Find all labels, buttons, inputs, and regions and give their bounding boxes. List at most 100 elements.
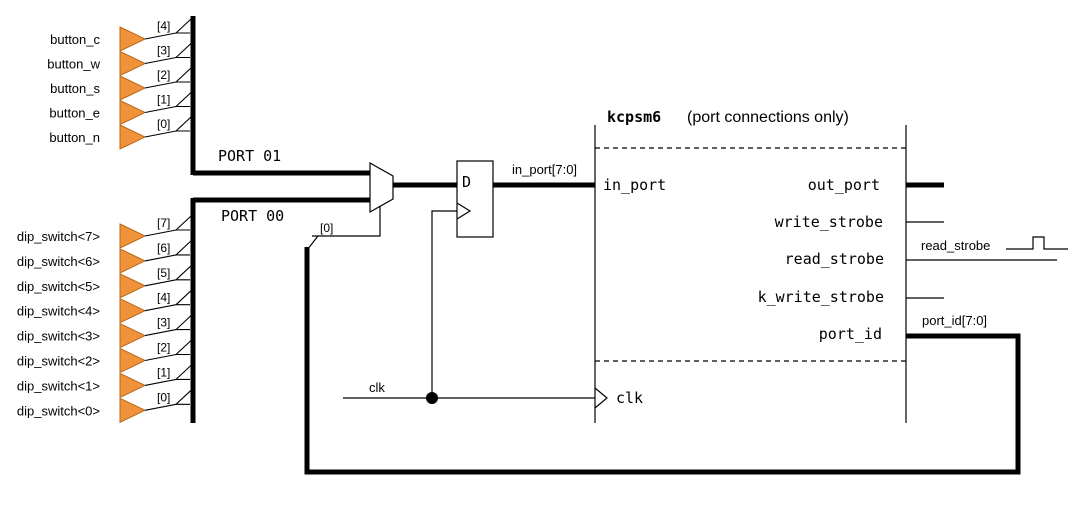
dip-switch-buffer-icon xyxy=(119,372,147,399)
kcpsm6-out-port: out_port xyxy=(808,176,880,194)
button-row: button_n [0] xyxy=(49,116,192,150)
dip-switch-wire xyxy=(144,403,190,411)
button-buffer-icon xyxy=(119,124,147,150)
button-bit-label: [1] xyxy=(157,93,170,107)
button-bit-label: [4] xyxy=(157,19,170,33)
dip-switch-bus-tap xyxy=(175,315,192,331)
button-wire xyxy=(144,130,190,138)
button-row: button_w [3] xyxy=(47,43,192,77)
button-bit-label: [0] xyxy=(157,117,170,131)
d-flipflop-clock-marker xyxy=(456,202,472,220)
dip-switch-wire xyxy=(144,254,190,262)
dip-switch-row: dip_switch<5> [5] xyxy=(17,265,192,299)
dip-switch-bus-tap xyxy=(175,265,192,281)
dip-switch-row: dip_switch<4> [4] xyxy=(17,290,192,324)
port-01-label: PORT 01 xyxy=(218,147,281,165)
multiplexer xyxy=(369,161,394,214)
dip-switch-buffer-icon xyxy=(119,347,147,374)
dip-switch-wire xyxy=(144,229,190,237)
button-bit-label: [3] xyxy=(157,44,170,58)
button-name: button_n xyxy=(49,130,100,145)
button-name: button_c xyxy=(50,32,100,47)
kcpsm6-write-strobe: write_strobe xyxy=(775,213,883,231)
button-buffer-icon xyxy=(119,75,147,101)
button-name: button_s xyxy=(50,81,100,96)
dip-switch-bus-tap xyxy=(175,290,192,306)
ff-clk-wire xyxy=(431,210,457,398)
dip-switch-inputs: dip_switch<7>[7]dip_switch<6>[6]dip_swit… xyxy=(17,215,192,424)
kcpsm6-clk: clk xyxy=(616,389,643,407)
dip-switch-buffer-icon xyxy=(119,297,147,324)
dip-switch-bit-label: [6] xyxy=(157,241,170,255)
kcpsm6-subtitle: (port connections only) xyxy=(687,109,849,126)
button-buffer-icon xyxy=(119,50,147,77)
dip-switch-bit-label: [7] xyxy=(157,216,170,230)
kcpsm6-title: kcpsm6 xyxy=(607,108,661,126)
dip-switch-name: dip_switch<6> xyxy=(17,254,100,269)
dip-switch-bit-label: [1] xyxy=(157,365,170,379)
button-buffer-icon xyxy=(119,99,147,126)
d-flipflop xyxy=(456,160,494,238)
button-bus-tap xyxy=(175,18,192,34)
dip-switch-name: dip_switch<7> xyxy=(17,229,100,244)
dip-switch-wire xyxy=(144,378,190,386)
mux-select-bit: [0] xyxy=(320,221,333,235)
button-buffer-icon xyxy=(119,26,147,52)
dip-switch-bit-label: [0] xyxy=(157,390,170,404)
button-bus-tap xyxy=(175,43,192,58)
button-name: button_w xyxy=(47,57,100,72)
button-wire xyxy=(144,56,190,65)
dip-switch-row: dip_switch<0> [0] xyxy=(17,389,192,424)
dip-switch-bit-label: [5] xyxy=(157,266,170,280)
dip-switch-name: dip_switch<4> xyxy=(17,304,100,319)
button-wire xyxy=(144,81,190,89)
dip-switch-name: dip_switch<3> xyxy=(17,329,100,344)
mux-select-wire xyxy=(312,206,381,237)
dip-switch-name: dip_switch<1> xyxy=(17,378,100,393)
dip-switch-bus-tap xyxy=(175,364,192,380)
dip-switch-name: dip_switch<2> xyxy=(17,354,100,369)
port-00-label: PORT 00 xyxy=(221,207,284,225)
kcpsm6-in-port: in_port xyxy=(603,176,666,194)
dip-switch-row: dip_switch<7> [7] xyxy=(17,215,192,249)
dip-switch-wire xyxy=(144,304,190,312)
dip-switch-buffer-icon xyxy=(119,223,147,249)
dip-switch-bus-tap xyxy=(175,240,192,256)
dip-switch-bit-label: [4] xyxy=(157,291,170,305)
dip-switch-name: dip_switch<0> xyxy=(17,403,100,418)
button-wire xyxy=(144,105,190,114)
button-bus-tap xyxy=(175,67,192,83)
dip-switch-wire xyxy=(144,353,190,362)
button-bit-label: [2] xyxy=(157,68,170,82)
dip-switch-buffer-icon xyxy=(119,322,147,349)
dip-switch-row: dip_switch<2> [2] xyxy=(17,340,192,374)
in-port-bus-label: in_port[7:0] xyxy=(512,162,577,177)
read-strobe-pulse xyxy=(1006,236,1068,250)
button-row: button_e [1] xyxy=(49,92,192,126)
dip-switch-row: dip_switch<6> [6] xyxy=(17,240,192,274)
kcpsm6-port-id: port_id xyxy=(819,325,882,343)
port-id-bus xyxy=(304,247,1021,475)
d-flipflop-d-label: D xyxy=(462,173,471,191)
button-bus-tap xyxy=(175,116,192,132)
dip-switch-bus-tap xyxy=(175,340,192,355)
dip-switch-row: dip_switch<3> [3] xyxy=(17,315,192,349)
kcpsm6-read-strobe: read_strobe xyxy=(785,250,884,268)
read-strobe-label: read_strobe xyxy=(921,238,990,253)
dip-switch-bit-label: [3] xyxy=(157,316,170,330)
button-name: button_e xyxy=(49,106,100,121)
dip-switch-buffer-icon xyxy=(119,248,147,274)
dip-switch-wire xyxy=(144,279,190,287)
dip-switch-bus-tap xyxy=(175,215,192,231)
kcpsm6-k-write-strobe: k_write_strobe xyxy=(758,288,884,306)
button-row: button_s [2] xyxy=(50,67,192,101)
dip-switch-bit-label: [2] xyxy=(157,341,170,355)
dip-switch-name: dip_switch<5> xyxy=(17,279,100,294)
dip-switch-row: dip_switch<1> [1] xyxy=(17,364,192,399)
dip-switch-wire xyxy=(144,329,190,337)
clk-label: clk xyxy=(369,380,385,395)
dip-switch-buffer-icon xyxy=(119,397,147,424)
kcpsm6-clk-marker xyxy=(594,387,608,409)
port-id-bus-label: port_id[7:0] xyxy=(922,313,987,328)
button-inputs: button_c[4]button_w[3]button_s[2]button_… xyxy=(47,18,192,150)
